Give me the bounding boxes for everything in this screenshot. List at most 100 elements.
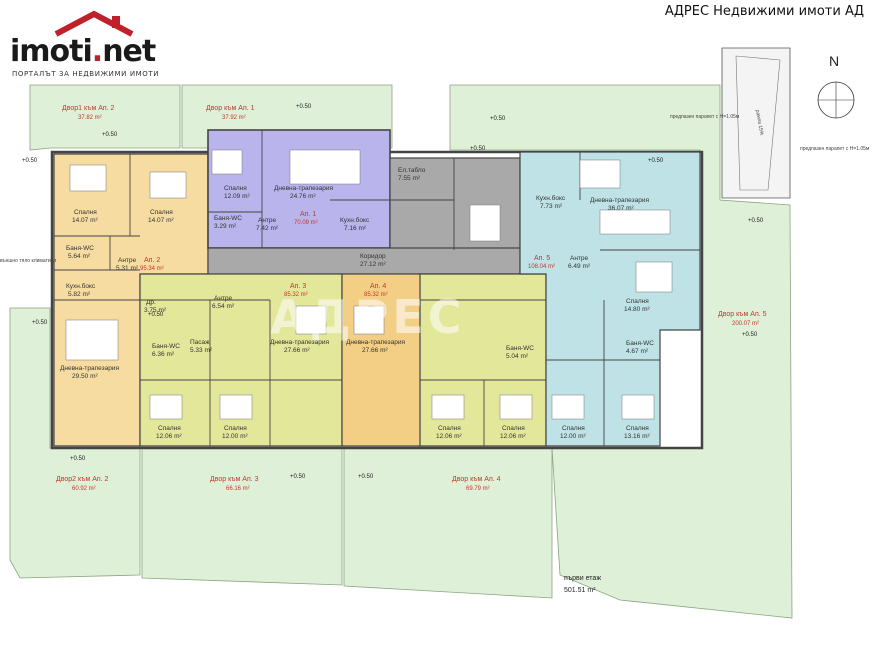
a4-bed1-name: Спалня — [438, 425, 461, 432]
a3-bath-area: 6.36 m² — [152, 351, 175, 358]
a3-living-area: 27.66 m² — [284, 347, 310, 354]
logo-wordmark: imoti.net — [10, 34, 156, 69]
yard-apt5-name: Двор към Ап. 5 — [718, 311, 767, 318]
yard-apt3-name: Двор към Ап. 3 — [210, 476, 259, 483]
a5-bed2-area: 12.00 m² — [560, 433, 586, 440]
furniture — [65, 149, 673, 420]
a2-hall-name: Антре — [118, 257, 137, 264]
agency-title: АДРЕС Недвижими имоти АД — [664, 4, 864, 19]
a3-hall-area: 6.54 m² — [212, 303, 235, 310]
apt2-area: 95.34 m² — [140, 266, 164, 272]
apt3-area: 85.32 m² — [284, 292, 308, 298]
stair-name: Ел.табло — [398, 166, 426, 174]
north-label: N — [829, 53, 839, 69]
corridor-name: Коридор — [360, 253, 386, 260]
level-mark: +0.50 — [470, 146, 486, 152]
a5-kitchen-area: 7.73 m² — [540, 203, 563, 210]
yard-apt5 — [449, 84, 793, 619]
a3-hall-name: Антре — [214, 295, 233, 302]
a5-bed3-name: Спалня — [626, 425, 649, 432]
house-roof-icon — [54, 10, 134, 37]
a5-kitchen-name: Кухн.бокс — [536, 194, 566, 202]
yard-apt2-2 — [9, 307, 141, 579]
a1-hall-area: 7.42 m² — [256, 225, 279, 232]
a4-living-area: 27.66 m² — [362, 347, 388, 354]
apt1-area: 70.09 m² — [294, 220, 318, 226]
level-mark: +0.50 — [296, 104, 312, 110]
level-mark: +0.50 — [290, 474, 306, 480]
a3-bed1-area: 12.06 m² — [156, 433, 182, 440]
floor-label: първи етаж — [564, 575, 601, 582]
a3-bed2-area: 12.00 m² — [222, 433, 248, 440]
a2-kitchen-name: Кухн.бокс — [66, 282, 96, 290]
north-arrow: N — [817, 53, 855, 119]
a3-dr-name: Др. — [146, 299, 156, 306]
a5-bath-area: 4.67 m² — [626, 348, 649, 355]
stair-area: 7.55 m² — [398, 175, 421, 182]
level-mark: +0.50 — [32, 320, 48, 326]
a1-bed-name: Спалня — [224, 185, 247, 192]
yard-apt2-2-name: Двор2 към Ап. 2 — [56, 476, 109, 483]
a5-hall-name: Антре — [570, 255, 589, 262]
a3-bed2-name: Спалня — [224, 425, 247, 432]
a4-bed1-area: 12.06 m² — [436, 433, 462, 440]
a3-dr-area: 3.75 m² — [144, 307, 167, 314]
corridor-area: 27.12 m² — [360, 261, 386, 268]
yard-apt4-area: 69.79 m² — [466, 486, 490, 492]
a1-living-name: Дневна-трапезария — [274, 185, 333, 192]
ramp: рампа 15% — [721, 47, 791, 199]
a1-bath-area: 3.29 m² — [214, 223, 237, 230]
apt4-area: 85.32 m² — [364, 292, 388, 298]
apt1-name: Ап. 1 — [300, 211, 316, 218]
a3-bath-name: Баня-WC — [152, 343, 180, 350]
apt1 — [207, 129, 391, 249]
a1-kitchen-area: 7.16 m² — [344, 225, 367, 232]
yard-apt1-name: Двор към Ап. 1 — [206, 105, 255, 112]
yard-apt2-2-area: 60.92 m² — [72, 486, 96, 492]
yard-apt4 — [343, 447, 553, 599]
a4-bed2-name: Спалня — [502, 425, 525, 432]
level-mark: +0.50 — [748, 218, 764, 224]
a4-bath-area: 5.04 m² — [506, 353, 529, 360]
a4-bed2-area: 12.06 m² — [500, 433, 526, 440]
yard-apt4-name: Двор към Ап. 4 — [452, 476, 501, 483]
watermark: АДРЕС — [270, 290, 466, 344]
imoti-logo: imoti.net ПОРТАЛЪТ ЗА НЕДВИЖИМИ ИМОТИ — [10, 10, 180, 80]
a5-hall-area: 6.49 m² — [568, 263, 591, 270]
yard-apt2-1-name: Двор1 към Ап. 2 — [62, 105, 115, 112]
level-mark: +0.50 — [742, 332, 758, 338]
yard-apt2-1 — [29, 84, 181, 151]
a5-bath-name: Баня-WC — [626, 340, 654, 347]
level-marks: +0.50 +0.50 +0.50 +0.50 +0.50 +0.50 +0.5… — [22, 104, 764, 480]
partitions — [54, 130, 700, 446]
a1-living-area: 24.76 m² — [290, 193, 316, 200]
level-mark: +0.50 — [358, 474, 374, 480]
apt4-name: Ап. 4 — [370, 283, 386, 290]
a4-bath-name: Баня-WC — [506, 345, 534, 352]
a3-bed1-name: Спалня — [158, 425, 181, 432]
logo-tagline: ПОРТАЛЪТ ЗА НЕДВИЖИМИ ИМОТИ — [12, 70, 160, 78]
a2-bed1-name: Спалня — [74, 209, 97, 216]
a2-bath-name: Баня-WC — [66, 245, 94, 252]
level-mark: +0.50 — [648, 158, 664, 164]
a5-bed1-name: Спалня — [626, 298, 649, 305]
level-mark: +0.50 — [22, 158, 38, 164]
a3-corr-area: 5.33 m² — [190, 347, 213, 354]
a4-living-name: Дневна-трапезария — [346, 339, 405, 346]
a2-bed2-area: 14.07 m² — [148, 217, 174, 224]
parapet-note-2: предпазен парапет с H=1.05м — [800, 146, 870, 152]
apt5-name: Ап. 5 — [534, 255, 550, 262]
level-mark: +0.50 — [148, 312, 164, 318]
climate-note: външно тяло климатици — [0, 258, 56, 264]
apt2-name: Ап. 2 — [144, 257, 160, 264]
a1-hall-name: Антре — [258, 217, 277, 224]
a5-bed3-area: 13.16 m² — [624, 433, 650, 440]
level-mark: +0.50 — [70, 456, 86, 462]
a5-bed2-name: Спалня — [562, 425, 585, 432]
level-mark: +0.50 — [490, 116, 506, 122]
apt3-name: Ап. 3 — [290, 283, 306, 290]
yard-apt1-area: 37.92 m² — [222, 115, 246, 121]
yard-apt2-1-area: 37.82 m² — [78, 115, 102, 121]
a1-bath-name: Баня-WC — [214, 215, 242, 222]
